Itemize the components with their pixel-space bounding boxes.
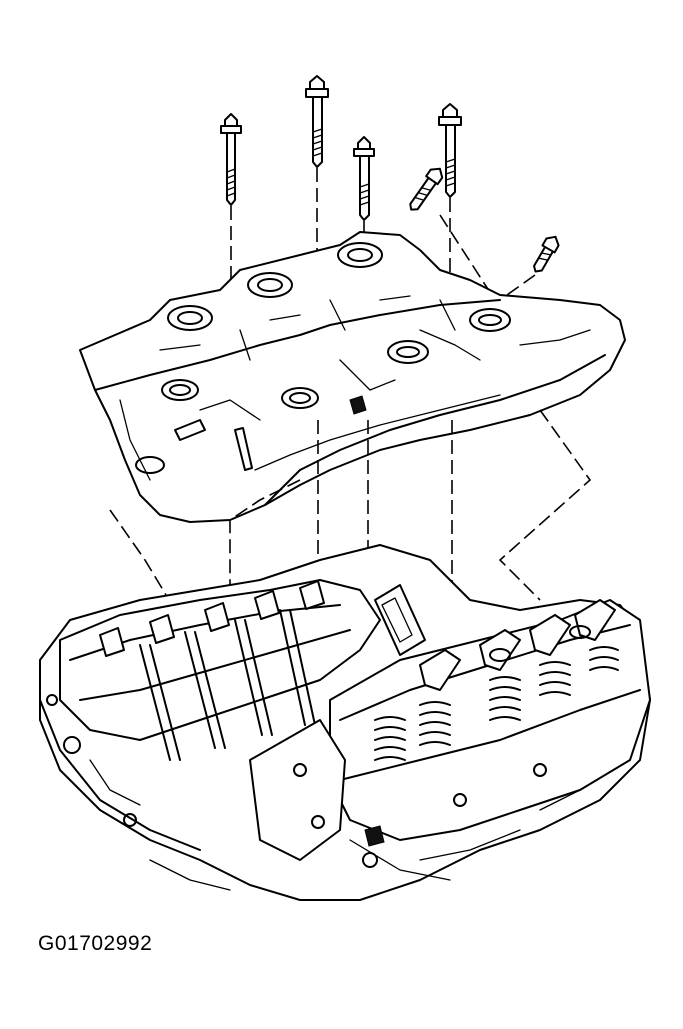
guide-f [498, 409, 592, 601]
engine-block [39, 544, 651, 901]
valve-springs [374, 646, 619, 761]
bolt-1 [220, 113, 242, 206]
bolt-3 [353, 136, 375, 221]
short-bolt-1 [409, 167, 444, 211]
intake-manifold [79, 231, 626, 523]
bolt-4 [438, 103, 462, 198]
short-bolt-2-guide [499, 274, 536, 301]
guide-e [109, 509, 176, 611]
exploded-engine-diagram [39, 75, 651, 901]
rocker-arms [419, 599, 616, 691]
figure-code-label: G01702992 [38, 932, 153, 955]
short-bolt-1-guide [439, 214, 496, 301]
short-bolt-2 [533, 235, 560, 273]
bolt-2 [305, 75, 329, 168]
